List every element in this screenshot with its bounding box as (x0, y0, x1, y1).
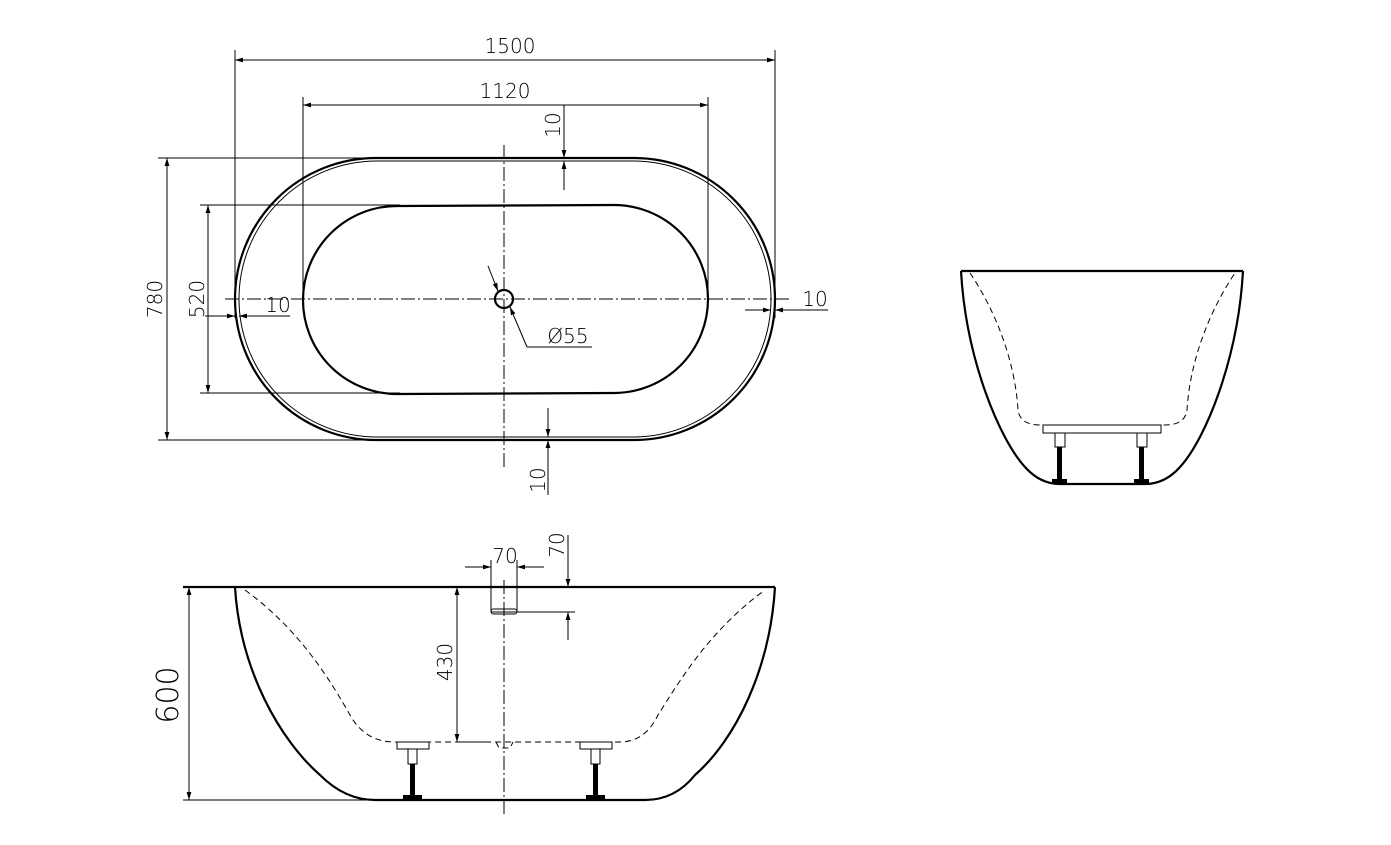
dimension-label-drain: Ø55 (547, 324, 588, 348)
side-inner-basin (244, 589, 766, 743)
dimension-overflow-height: 430 (433, 587, 490, 743)
dimension-inner-length: 1120 (302, 79, 709, 299)
foot-right-end (1134, 432, 1149, 484)
dimension-overall-width: 780 (143, 157, 380, 441)
dimension-label-430: 430 (433, 643, 457, 681)
top-view: 1500 1120 780 520 10 (143, 34, 828, 495)
dimension-overflow-offset: 70 (517, 532, 575, 640)
dimension-label-520: 520 (185, 280, 209, 318)
dimension-label-600: 600 (151, 666, 186, 723)
dimension-label-10-left: 10 (265, 293, 290, 317)
side-view: 600 430 70 70 (151, 532, 777, 815)
dimension-label-70-width: 70 (492, 544, 517, 568)
basin-outline (301, 203, 710, 396)
dimension-rim-bottom: 10 (526, 408, 551, 495)
dimension-label-10-bottom: 10 (526, 467, 550, 492)
dimension-overall-length: 1500 (234, 34, 776, 318)
foot-left-side (396, 741, 430, 800)
dimension-drain-diameter: Ø55 (487, 265, 592, 348)
foot-left-end (1052, 432, 1067, 484)
dimension-label-10-top: 10 (541, 112, 565, 137)
dimension-label-1120: 1120 (480, 79, 531, 103)
overflow-outlet (490, 586, 518, 613)
end-view (959, 269, 1245, 486)
foot-right-side (579, 741, 613, 800)
side-outer-shell (233, 586, 777, 802)
dimension-label-70-offset: 70 (545, 532, 569, 557)
dimension-label-10-right: 10 (802, 287, 827, 311)
end-base-plate (1042, 424, 1162, 434)
end-inner-basin (969, 272, 1236, 426)
dimension-rim-top: 10 (541, 105, 567, 190)
dimension-rim-left: 10 (205, 293, 291, 319)
dimension-label-1500: 1500 (485, 34, 536, 58)
dimension-overflow-width: 70 (465, 544, 544, 587)
dimension-label-780: 780 (143, 280, 167, 318)
dimension-rim-right: 10 (745, 287, 828, 313)
dimension-overall-height: 600 (151, 587, 192, 800)
dimension-inner-width: 520 (185, 204, 400, 394)
end-outer-shell (959, 270, 1245, 486)
